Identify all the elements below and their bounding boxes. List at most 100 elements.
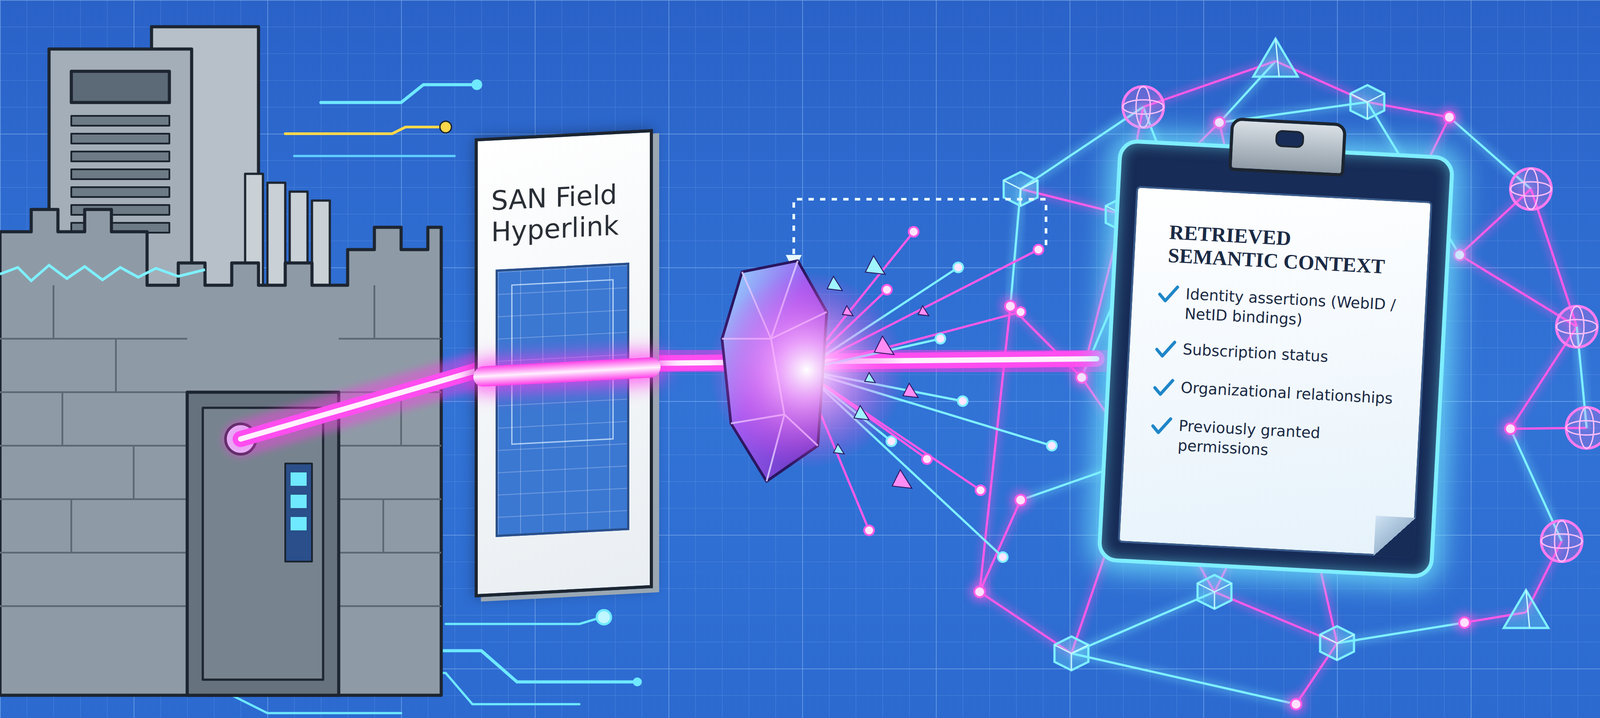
network-dot xyxy=(974,586,985,598)
node-glow xyxy=(968,581,991,603)
sphere-band xyxy=(1136,86,1151,128)
ray-dot xyxy=(1046,440,1057,451)
check-stroke xyxy=(1156,341,1175,357)
crystal-shard xyxy=(833,443,845,454)
ray-dot xyxy=(908,226,919,237)
network-dot xyxy=(1454,249,1465,261)
sphere-band xyxy=(1510,181,1552,197)
ray-dot xyxy=(1015,307,1026,317)
check-mark xyxy=(1149,414,1174,438)
cube-edge xyxy=(1054,644,1089,671)
paper-sheet: RETRIEVED SEMANTIC CONTEXTIdentity asser… xyxy=(1117,185,1433,558)
check-mark xyxy=(1156,282,1181,307)
electric-spark xyxy=(0,265,206,281)
node-glow xyxy=(1453,611,1476,634)
sphere-node xyxy=(1556,306,1598,348)
hyperlink-panel: SAN Field Hyperlink xyxy=(474,129,653,598)
network-link xyxy=(1337,622,1465,644)
node-glow xyxy=(1009,489,1032,511)
sphere-band xyxy=(1554,520,1569,562)
pyramid-node xyxy=(1503,590,1549,628)
sphere-node xyxy=(1541,520,1583,562)
card-heading: RETRIEVED SEMANTIC CONTEXT xyxy=(1167,220,1393,279)
check-stroke xyxy=(1152,418,1171,434)
node-glow xyxy=(1499,418,1522,440)
network-dot xyxy=(1015,494,1026,506)
server-castle xyxy=(0,26,442,696)
crystal-shards xyxy=(827,255,929,489)
checklist-text: Subscription status xyxy=(1182,339,1406,371)
sphere-band xyxy=(1579,407,1594,449)
crystal-shard xyxy=(865,255,886,275)
ray-dot xyxy=(886,436,897,447)
crystal-shard xyxy=(853,405,870,420)
cube-edge xyxy=(1003,180,1038,206)
check-mark xyxy=(1153,337,1178,362)
node-glow xyxy=(1285,693,1307,715)
network-dot xyxy=(1290,698,1302,710)
node-glow xyxy=(1448,244,1471,266)
cube-edge xyxy=(1320,634,1354,661)
sphere-band xyxy=(1556,319,1598,334)
check-mark xyxy=(1151,376,1176,400)
crystal-shard xyxy=(842,305,854,316)
sphere-node xyxy=(1566,407,1600,449)
ray-dot xyxy=(957,396,968,407)
ray-dot xyxy=(882,284,892,295)
sphere-band xyxy=(1523,168,1539,210)
ray-dot xyxy=(1033,244,1044,255)
cube-node xyxy=(1054,636,1089,671)
checklist-item: Identity assertions (WebID / NetID bindi… xyxy=(1155,282,1408,335)
sphere-band xyxy=(1122,99,1164,115)
ray-dot xyxy=(864,525,874,536)
ray-dot xyxy=(997,552,1008,563)
ray-dot xyxy=(953,262,964,273)
crystal-shard xyxy=(874,336,895,355)
checklist-item: Organizational relationships xyxy=(1151,376,1404,412)
page-curl xyxy=(1373,515,1416,558)
castle-laser xyxy=(240,369,480,439)
network-link xyxy=(1010,188,1021,307)
crystal-shard xyxy=(902,383,919,398)
crystal-shard xyxy=(864,372,876,383)
network-dot xyxy=(1505,423,1516,435)
clipboard-clip xyxy=(1228,117,1347,177)
checklist-item: Subscription status xyxy=(1153,337,1405,374)
cube-node xyxy=(1350,85,1385,119)
sphere-band xyxy=(1541,533,1583,549)
sphere-band xyxy=(1569,306,1584,348)
clip-hole xyxy=(1275,129,1305,148)
network-dot xyxy=(1459,617,1470,628)
node-glow xyxy=(1208,111,1231,134)
checklist-text: Identity assertions (WebID / NetID bindi… xyxy=(1184,283,1408,335)
cube-node xyxy=(1320,626,1354,661)
network-link xyxy=(1071,653,1297,705)
crystal-shard xyxy=(827,276,843,291)
sphere-node xyxy=(1122,86,1164,128)
ray-dot xyxy=(922,454,932,464)
crystal-shard xyxy=(918,305,929,316)
clipboard-card: RETRIEVED SEMANTIC CONTEXTIdentity asser… xyxy=(1096,138,1456,579)
pyramid-edge xyxy=(1275,38,1280,77)
network-link xyxy=(1214,591,1338,644)
cube-edge xyxy=(1350,93,1385,119)
check-stroke xyxy=(1159,286,1178,302)
network-link-glow xyxy=(1010,188,1021,307)
dotted-pointer xyxy=(793,199,1047,263)
pyramid-edge xyxy=(1526,590,1530,628)
checklist-text: Organizational relationships xyxy=(1180,377,1404,409)
network-link-glow xyxy=(1214,591,1338,644)
cube-edge xyxy=(1197,583,1232,609)
panel-title: SAN Field Hyperlink xyxy=(477,176,650,249)
pyramid-node xyxy=(1253,38,1298,77)
sphere-node xyxy=(1510,168,1552,210)
ray-dot xyxy=(975,485,986,496)
network-dot xyxy=(1444,111,1455,123)
checklist-item: Previously granted permissions xyxy=(1148,414,1401,467)
sphere-band xyxy=(1566,420,1600,435)
panel-spacer xyxy=(477,132,650,186)
crystal-shard xyxy=(892,469,912,489)
